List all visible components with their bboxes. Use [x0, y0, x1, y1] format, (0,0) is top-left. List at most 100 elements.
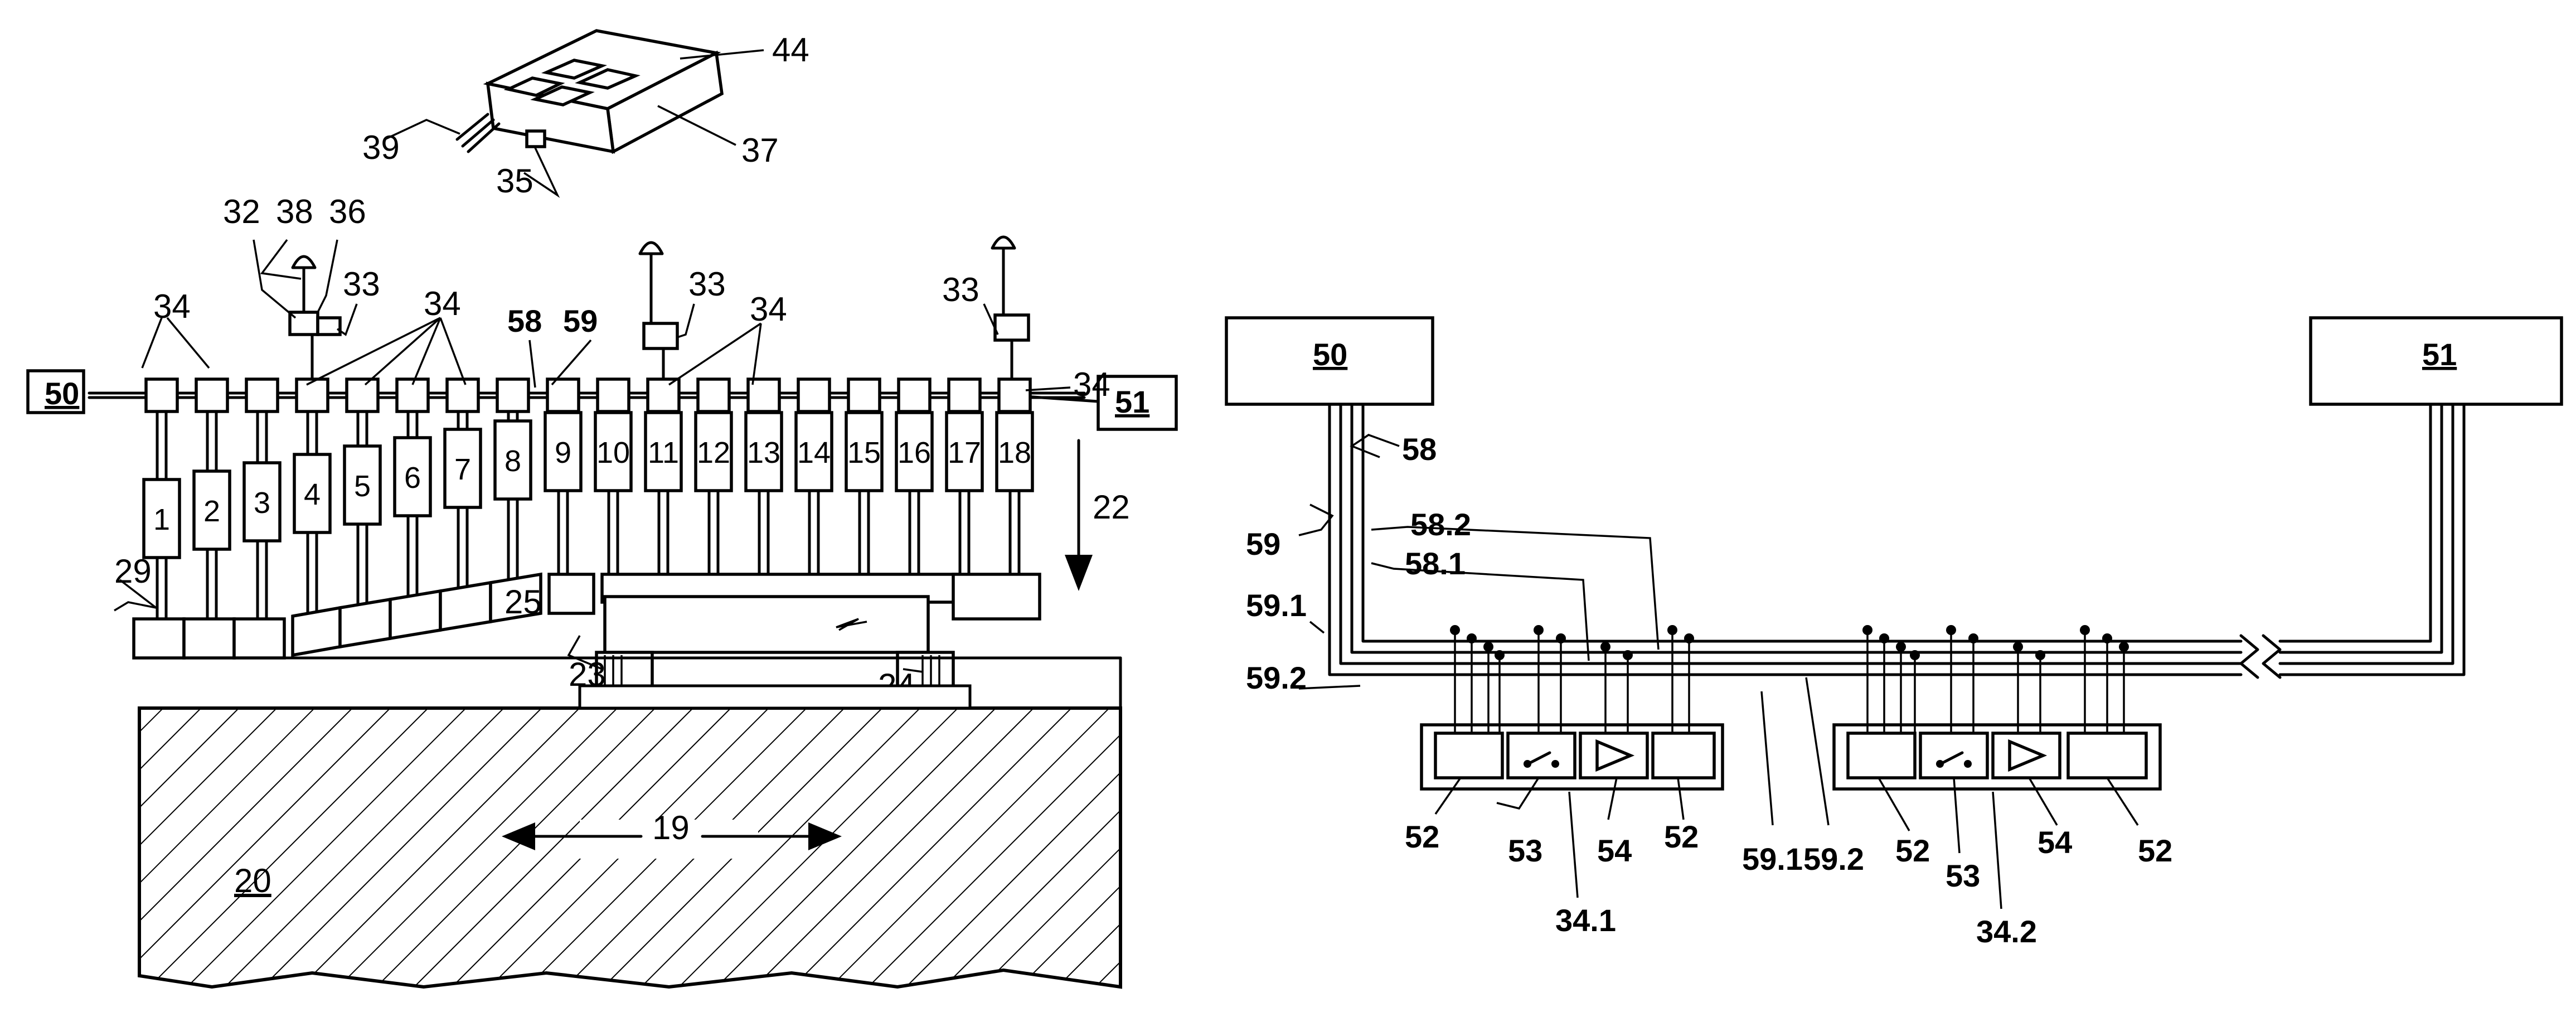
transceiver-box — [318, 318, 340, 335]
bus-node — [497, 379, 528, 411]
module-52 — [1435, 733, 1502, 778]
leader-line — [530, 340, 535, 388]
leader-line — [753, 323, 761, 385]
handheld-device: 44 39 37 35 — [362, 31, 809, 200]
leader-line — [262, 240, 301, 279]
base-block — [134, 619, 184, 658]
label-22: 22 — [1093, 488, 1130, 526]
switch-contact — [1964, 760, 1972, 768]
base-block — [184, 619, 234, 658]
antenna-icon — [293, 256, 315, 268]
module-52 — [1653, 733, 1714, 778]
label-34: 34 — [1073, 366, 1110, 403]
leader-line — [1352, 435, 1399, 457]
unit-34-1: 52 53 54 52 34.1 — [1405, 625, 1723, 938]
antenna-icon — [640, 243, 662, 254]
bus-node — [698, 379, 729, 411]
label-33: 33 — [343, 265, 380, 303]
label-44: 44 — [772, 31, 809, 69]
leader-line — [658, 106, 736, 145]
wire-break — [2263, 636, 2280, 677]
leader-line — [1026, 388, 1070, 390]
antenna-units: 32 38 36 33 33 33 — [223, 193, 1029, 385]
wire — [2280, 404, 2453, 664]
bus-node — [246, 379, 278, 411]
wire — [1363, 404, 2241, 641]
label-54: 54 — [2037, 825, 2072, 860]
label-52: 52 — [1664, 819, 1699, 854]
module-label: 11 — [648, 436, 679, 469]
label-52: 52 — [1895, 833, 1930, 868]
leader-line — [1371, 563, 1589, 661]
bus-node — [196, 379, 227, 411]
controller-50-label: 50 — [45, 376, 79, 411]
label-29: 29 — [114, 553, 152, 590]
carriage-body — [605, 597, 928, 652]
leader-line — [1569, 792, 1578, 898]
controller-51-label: 51 — [1115, 384, 1149, 419]
antenna-unit-2 — [640, 243, 677, 385]
wire — [2280, 404, 2431, 641]
module-label: 5 — [354, 469, 371, 503]
label-53: 53 — [1946, 858, 1980, 893]
label-38: 38 — [276, 193, 313, 230]
module-label: 12 — [697, 436, 730, 469]
base-block — [390, 591, 440, 638]
leader-line — [1993, 792, 2001, 909]
label-59: 59 — [563, 303, 598, 338]
transceiver-box — [995, 315, 1029, 340]
module-label: 13 — [747, 436, 780, 469]
label-52: 52 — [2138, 833, 2172, 868]
module-label: 6 — [404, 461, 421, 495]
ground-channel — [580, 686, 970, 708]
leader-line — [1806, 677, 1828, 825]
module-label: 15 — [847, 436, 881, 469]
label-25: 25 — [504, 583, 542, 621]
bus-nodes — [146, 379, 1030, 411]
label-34: 34 — [424, 285, 461, 322]
wire — [2280, 404, 2464, 675]
label-19: 19 — [652, 809, 690, 846]
leader-line — [413, 318, 440, 385]
module-label: 9 — [555, 436, 571, 469]
label-58: 58 — [1402, 432, 1437, 467]
label-34: 34 — [153, 288, 191, 325]
module-label: 2 — [203, 495, 220, 528]
arrow-down-icon — [1065, 555, 1093, 591]
wire — [2280, 404, 2442, 652]
switch-contact — [1551, 760, 1559, 768]
bus-node — [899, 379, 930, 411]
leader-line — [1299, 686, 1360, 689]
label-37: 37 — [741, 132, 779, 169]
controller-51-right-label: 51 — [2422, 337, 2457, 372]
wire — [1341, 404, 2241, 664]
label-54: 54 — [1597, 833, 1632, 868]
bus-node — [598, 379, 629, 411]
label-59: 59 — [1246, 526, 1280, 561]
module-label: 17 — [948, 436, 981, 469]
label-39: 39 — [362, 129, 400, 166]
bus-node — [999, 379, 1030, 411]
right-figure: 50 51 52 53 — [1226, 318, 2562, 949]
module-label: 4 — [304, 478, 321, 511]
label-20: 20 — [234, 862, 271, 899]
label-34-1: 34.1 — [1555, 903, 1616, 938]
base-block — [440, 583, 491, 630]
label-59-2: 59.2 — [1246, 660, 1307, 695]
down-arrow: 22 — [1065, 440, 1130, 591]
module-label: 8 — [504, 444, 521, 478]
wire-bundle — [1330, 404, 2464, 677]
controller-50-right-label: 50 — [1313, 337, 1347, 372]
base-block — [340, 599, 390, 647]
wire-break — [2241, 636, 2258, 677]
module-label: 7 — [454, 453, 471, 486]
bus-node — [848, 379, 880, 411]
leader-line — [1762, 691, 1773, 825]
device-connector — [527, 131, 545, 147]
leader-line — [677, 304, 694, 337]
label-59-1: 59.1 — [1246, 588, 1307, 623]
module-52 — [2068, 733, 2146, 778]
bus-node — [297, 379, 328, 411]
module-label: 16 — [898, 436, 931, 469]
